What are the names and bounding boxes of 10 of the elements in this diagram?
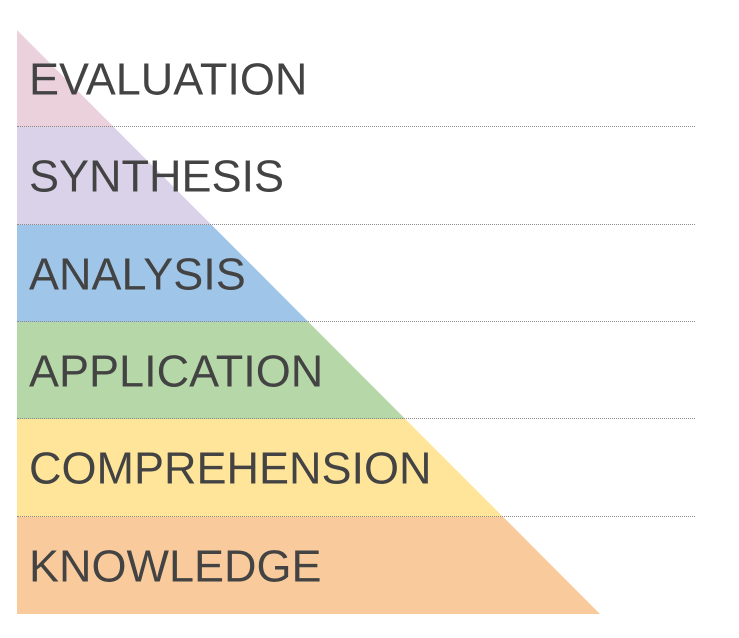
tier-label: EVALUATION [29, 56, 308, 101]
tier-label: APPLICATION [29, 348, 324, 393]
pyramid-tier [17, 517, 600, 614]
pyramid-tier [17, 225, 309, 322]
tier-label: ANALYSIS [29, 251, 246, 296]
pyramid-tier [17, 419, 504, 517]
tier-label: SYNTHESIS [29, 154, 284, 198]
tier-label: KNOWLEDGE [29, 543, 322, 588]
pyramid-tier [17, 322, 406, 419]
tier-label: COMPREHENSION [29, 446, 432, 490]
